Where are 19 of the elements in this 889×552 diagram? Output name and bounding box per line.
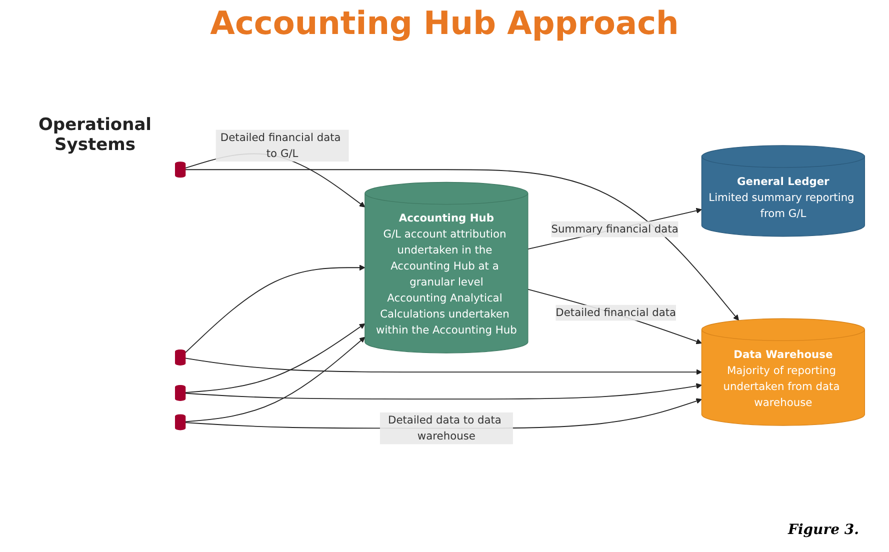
title: Accounting Hub Approach <box>209 4 680 42</box>
arrow <box>184 169 739 321</box>
arrow <box>527 208 702 250</box>
edge-label: Summary financial data <box>551 222 678 236</box>
group-heading: Operational Systems <box>37 115 153 155</box>
edge-label: Detailed data to data warehouse <box>388 414 502 442</box>
edge-label: Detailed financial data to G/L <box>220 131 341 160</box>
node-cylinder <box>174 384 186 401</box>
node-cylinder <box>174 414 186 430</box>
node-cylinder <box>174 162 186 178</box>
node-cylinder <box>174 349 186 366</box>
arrow <box>527 288 702 344</box>
arrow <box>184 383 702 400</box>
arrow <box>184 323 366 394</box>
arrow <box>184 358 702 375</box>
arrow <box>184 264 366 354</box>
edge-label: Detailed financial data <box>556 306 676 319</box>
figure-caption: Figure 3. <box>788 522 859 538</box>
arrow <box>184 336 366 422</box>
